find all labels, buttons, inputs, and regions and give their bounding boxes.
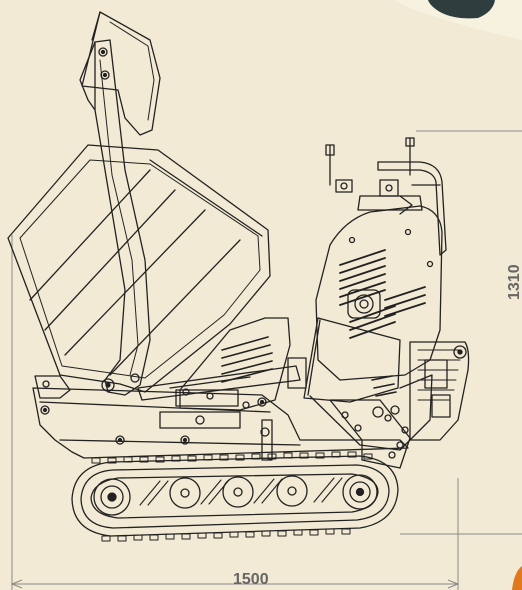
road-rollers: [139, 475, 343, 509]
dimension-lines: [10, 130, 522, 590]
corner-swoosh-bottom-right: [512, 566, 522, 590]
lift-arm: [79, 11, 151, 396]
rear-hopper: [303, 317, 433, 451]
center-slatted-panel: [175, 317, 291, 411]
drive-sprocket: [93, 478, 131, 516]
engine-block: [409, 341, 470, 441]
width-dimension-label: 1500: [233, 571, 269, 588]
skip-hinge: [182, 388, 250, 409]
hydraulic-ram: [137, 365, 301, 401]
dumper-skip: [7, 144, 271, 393]
height-dimension-label: 1310: [506, 264, 522, 300]
lower-linkage: [329, 375, 411, 469]
idler-wheel: [342, 474, 378, 510]
arm-top-bracket: [81, 11, 161, 136]
corner-blob-top-right: [428, 0, 495, 19]
corner-shape-top-right: [395, 0, 522, 40]
handle-bar: [377, 161, 447, 256]
crawler-track: [71, 451, 399, 542]
engine-hood: [315, 205, 443, 381]
control-levers: [325, 137, 423, 215]
undercarriage-frame: [32, 375, 409, 459]
